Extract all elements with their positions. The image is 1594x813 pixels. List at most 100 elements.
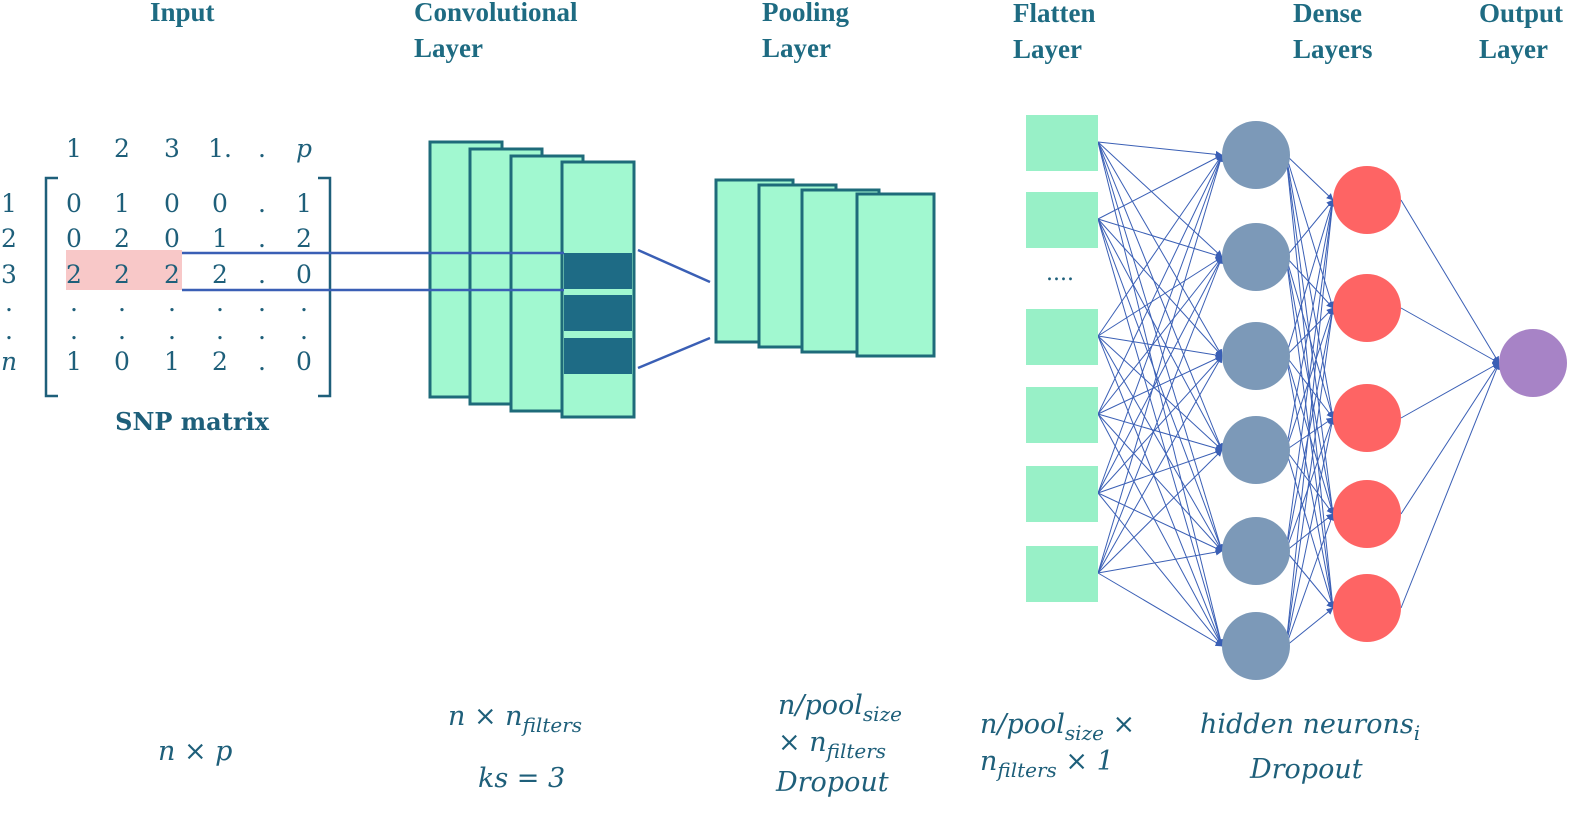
hidden1-to-hidden2-edge	[1285, 199, 1336, 552]
pool-map-4	[855, 192, 936, 358]
conv-to-pool-line-top	[637, 248, 711, 284]
conv-filter-block-3	[564, 338, 632, 374]
network-nodes	[1026, 115, 1567, 680]
flatten-node	[1026, 387, 1098, 443]
flatten-to-hidden1-edge	[1097, 218, 1223, 259]
hidden1-to-hidden2-edge	[1285, 449, 1335, 609]
header-convolutional-layer: Convolutional Layer	[414, 0, 578, 66]
formula-flatten-line2-sub: filters	[995, 758, 1056, 782]
flatten-to-hidden1-edge	[1097, 355, 1223, 574]
matrix-cell: 1	[164, 347, 180, 376]
matrix-cell: .	[258, 288, 266, 317]
matrix-left-bracket	[44, 176, 58, 398]
formula-dense-line1-main: hidden neurons	[1200, 709, 1414, 740]
matrix-highlight	[66, 250, 182, 290]
hidden1-to-hidden2-edge	[1285, 307, 1334, 357]
hidden1-to-hidden2-edge	[1285, 417, 1334, 451]
header-output-layer: Output Layer	[1479, 0, 1563, 67]
matrix-cell: .	[70, 316, 78, 345]
formula-pool-dropout-text: Dropout	[775, 767, 889, 798]
matrix-cell: 1	[296, 189, 312, 218]
matrix-cell: 2	[66, 260, 82, 289]
flatten-to-hidden1-edge	[1097, 413, 1223, 452]
hidden1-to-hidden2-edge	[1285, 256, 1334, 309]
formula-flatten-line1-sub: size	[1065, 721, 1104, 745]
hidden1-to-hidden2-edge	[1285, 355, 1335, 515]
flatten-to-hidden1-edge	[1097, 335, 1223, 359]
matrix-cell: .	[258, 347, 266, 376]
flatten-to-hidden1-edge	[1097, 448, 1223, 494]
hidden1-to-hidden2-edge	[1285, 355, 1334, 419]
formula-flatten-line1: n/poolsize ×	[980, 709, 1135, 745]
formula-input: n × p	[158, 736, 232, 767]
flatten-to-hidden1-edge	[1097, 492, 1223, 647]
matrix-cell: 0	[164, 224, 180, 253]
matrix-cell: 1	[66, 347, 82, 376]
matrix-cell: .	[70, 288, 78, 317]
header-pool-line2: Layer	[762, 33, 831, 63]
matrix-cell: .	[216, 288, 224, 317]
flatten-to-hidden1-edge	[1097, 141, 1223, 158]
hidden2-to-output-edge	[1400, 199, 1500, 364]
flatten-node	[1026, 466, 1098, 522]
formula-pool-line2-sub: filters	[825, 739, 886, 763]
network-connections	[1097, 141, 1500, 647]
flatten-ellipsis: ....	[1046, 261, 1074, 286]
matrix-cell: .	[118, 288, 126, 317]
formula-dense-line1: hidden neuronsi	[1200, 709, 1420, 745]
flatten-to-hidden1-edge	[1097, 256, 1223, 337]
formula-pool-line1: n/poolsize	[778, 690, 902, 726]
header-dense-layers: Dense Layers	[1293, 0, 1372, 67]
matrix-cell: .	[258, 316, 266, 345]
flatten-to-hidden1-edge	[1097, 548, 1223, 574]
hidden2-neuron	[1333, 574, 1401, 642]
matrix-cell: .	[118, 316, 126, 345]
flatten-to-hidden1-edge	[1097, 449, 1223, 574]
flatten-to-hidden1-edge	[1097, 335, 1223, 451]
header-dense-line2: Layers	[1293, 34, 1373, 64]
header-flatten-line1: Flatten	[1013, 0, 1096, 28]
header-dense-line1: Dense	[1293, 0, 1362, 28]
hidden1-neuron	[1222, 517, 1290, 585]
formula-dense-line1-sub: i	[1414, 721, 1420, 745]
matrix-cell: .	[258, 189, 266, 218]
hidden1-neuron	[1222, 223, 1290, 291]
formula-flatten-line2-main: n	[980, 746, 997, 777]
hidden2-to-output-edge	[1400, 362, 1500, 515]
matrix-col-header: 2	[114, 134, 130, 163]
matrix-col-header: 3	[164, 134, 180, 163]
matrix-cell: 2	[114, 224, 130, 253]
hidden1-to-hidden2-edge	[1285, 417, 1336, 647]
matrix-row-label: .	[5, 288, 13, 317]
matrix-cell: 0	[296, 260, 312, 289]
hidden1-to-hidden2-edge	[1285, 513, 1335, 647]
flatten-node	[1026, 546, 1098, 602]
flatten-to-hidden1-edge	[1097, 218, 1223, 357]
formula-pool-line1-sub: size	[863, 702, 902, 726]
formula-dense-dropout: Dropout	[1249, 754, 1363, 785]
matrix-cell: .	[300, 288, 308, 317]
flatten-node	[1026, 192, 1098, 248]
matrix-cell: .	[168, 316, 176, 345]
hidden1-to-hidden2-edge	[1285, 199, 1336, 451]
hidden2-to-output-edge	[1400, 307, 1500, 364]
hidden2-neuron	[1333, 480, 1401, 548]
matrix-cell: 0	[296, 347, 312, 376]
hidden1-to-hidden2-edge	[1285, 417, 1335, 552]
hidden1-to-hidden2-edge	[1285, 449, 1334, 515]
flatten-to-hidden1-edge	[1097, 154, 1223, 415]
hidden1-to-hidden2-edge	[1285, 154, 1334, 201]
matrix-cell: .	[216, 316, 224, 345]
matrix-cell: 0	[66, 189, 82, 218]
matrix-col-header: .	[258, 134, 266, 163]
flatten-to-hidden1-edge	[1097, 141, 1223, 357]
hidden1-to-hidden2-edge	[1285, 154, 1335, 309]
flatten-to-hidden1-edge	[1097, 154, 1223, 337]
flatten-to-hidden1-edge	[1097, 355, 1223, 415]
matrix-cell: 2	[296, 224, 312, 253]
header-conv-line2: Layer	[414, 33, 483, 63]
matrix-row-label: 3	[1, 260, 17, 289]
conv-filter-block-1	[564, 253, 632, 289]
